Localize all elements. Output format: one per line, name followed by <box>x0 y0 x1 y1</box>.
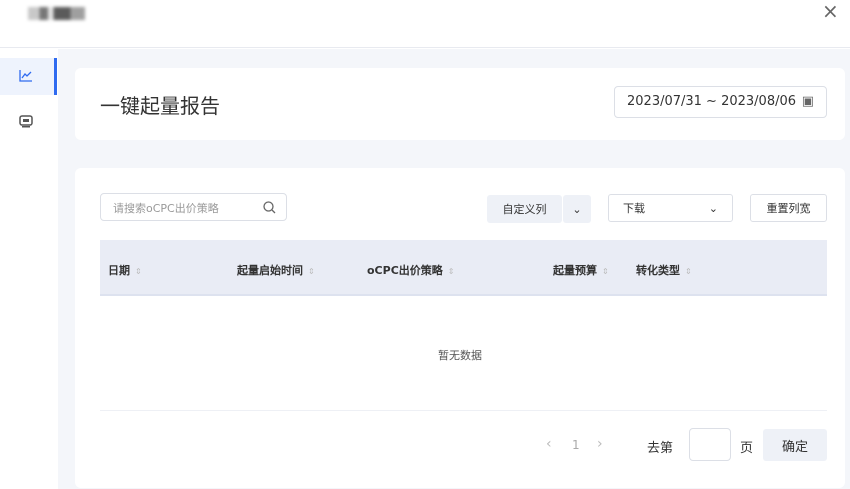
table-bottom-divider <box>100 410 827 411</box>
sidebar <box>0 49 58 489</box>
column-date[interactable]: 日期⇕ <box>108 264 142 277</box>
sidebar-item-monitor[interactable] <box>0 105 57 142</box>
sort-icon[interactable]: ⇕ <box>308 267 315 276</box>
search-icon <box>263 201 276 214</box>
header <box>0 0 850 48</box>
reset-width-button[interactable]: 重置列宽 <box>750 194 827 222</box>
download-select[interactable]: 下载 ⌄ <box>608 194 733 222</box>
date-range-value: 2023/07/31 ~ 2023/08/06 <box>627 94 797 109</box>
prev-page-button[interactable]: ‹ <box>546 436 552 452</box>
logo <box>28 7 85 20</box>
sort-icon[interactable]: ⇕ <box>135 267 142 276</box>
empty-state: 暂无数据 <box>438 349 482 362</box>
close-icon[interactable]: × <box>822 0 839 23</box>
column-start-time[interactable]: 起量启始时间⇕ <box>237 264 315 277</box>
page-label: 页 <box>740 441 754 456</box>
sort-icon[interactable]: ⇕ <box>447 267 455 276</box>
page-title: 一键起量报告 <box>100 94 220 118</box>
column-ocpc-strategy[interactable]: oCPC出价策略⇕ <box>367 264 455 277</box>
goto-label: 去第 <box>647 441 674 456</box>
next-page-button[interactable]: › <box>597 436 603 452</box>
sort-icon[interactable]: ⇕ <box>602 267 609 276</box>
line-chart-icon <box>19 70 32 82</box>
column-budget[interactable]: 起量预算⇕ <box>553 264 609 277</box>
custom-columns-button[interactable]: 自定义列 <box>487 195 562 223</box>
chevron-down-icon: ⌄ <box>708 201 718 215</box>
sort-icon[interactable]: ⇕ <box>685 267 692 276</box>
sidebar-item-report[interactable] <box>0 58 57 95</box>
table-header <box>100 240 827 296</box>
chevron-down-icon: ⌄ <box>572 202 582 216</box>
confirm-button[interactable]: 确定 <box>763 429 827 461</box>
page-number-input[interactable] <box>689 428 731 461</box>
custom-columns-dropdown[interactable]: ⌄ <box>563 195 591 223</box>
page-1[interactable]: 1 <box>572 438 580 452</box>
search-placeholder: 请搜索oCPC出价策略 <box>113 202 219 215</box>
download-label: 下载 <box>623 202 645 215</box>
calendar-icon: ▣ <box>801 94 814 109</box>
monitor-icon <box>19 115 33 128</box>
search-input[interactable]: 请搜索oCPC出价策略 <box>100 193 287 221</box>
report-header-card <box>75 68 845 140</box>
date-range-picker[interactable]: 2023/07/31 ~ 2023/08/06 ▣ <box>614 86 827 118</box>
column-conversion-type[interactable]: 转化类型⇕ <box>636 264 692 277</box>
